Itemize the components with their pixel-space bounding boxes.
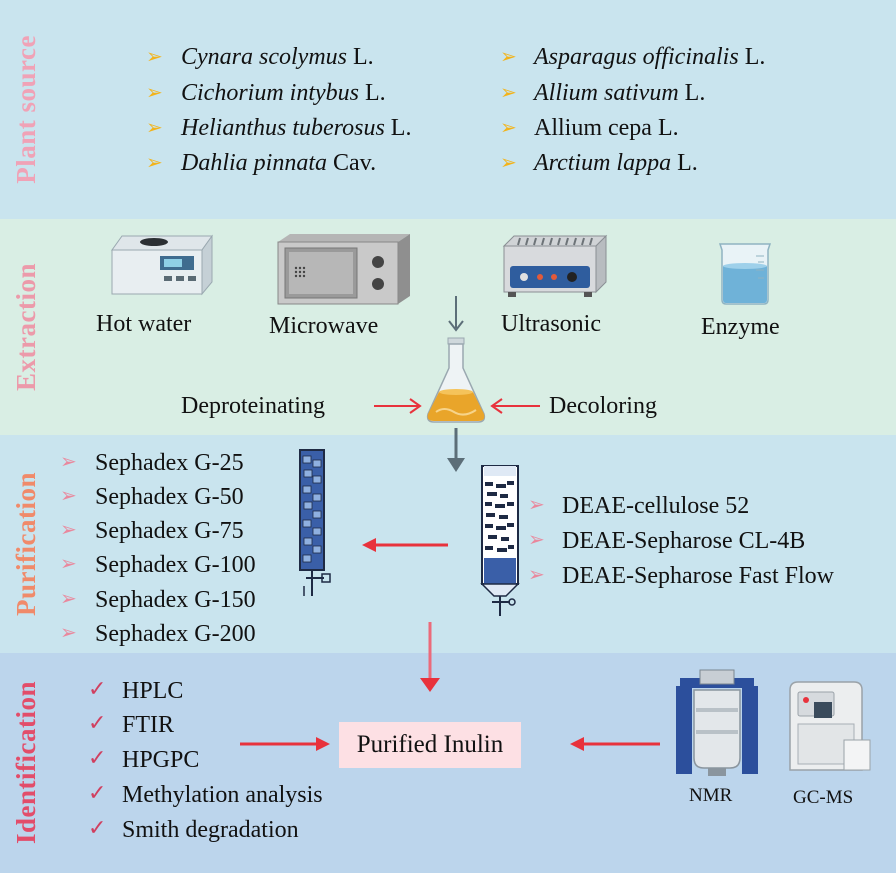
- triangle-bullet-icon: ➢: [500, 46, 517, 68]
- triangle-bullet-icon: ➢: [500, 117, 517, 139]
- ion-exchange-item: DEAE-cellulose 52: [562, 493, 750, 519]
- beaker-icon: [718, 243, 772, 305]
- identification-method-item: Smith degradation: [122, 817, 299, 843]
- checkmark-icon: ✓: [88, 676, 107, 701]
- ultrasonic-bath-icon: [502, 234, 608, 297]
- plant-item: Arctium lappa L.: [534, 150, 698, 176]
- plant-source-band: [0, 0, 896, 219]
- nmr-label: NMR: [689, 785, 733, 806]
- hot-water-bath-icon: [111, 234, 213, 296]
- section-label-identification: Identification: [10, 681, 41, 845]
- nmr-instrument-icon: [676, 669, 758, 776]
- triangle-bullet-icon: ➢: [146, 117, 163, 139]
- arrow-right-to-inulin: [240, 737, 330, 751]
- identification-method-item: FTIR: [122, 712, 175, 738]
- triangle-bullet-icon: ➢: [60, 588, 77, 610]
- plant-item: Cynara scolymus L.: [181, 44, 374, 70]
- section-label-plant-source: Plant source: [10, 35, 41, 184]
- triangle-bullet-icon: ➢: [500, 152, 517, 174]
- arrow-right-deproteinating: [374, 398, 422, 414]
- checkmark-icon: ✓: [88, 710, 107, 735]
- gcms-instrument-icon: [789, 681, 871, 771]
- identification-method-item: Methylation analysis: [122, 782, 323, 808]
- plant-item: Asparagus officinalis L.: [534, 44, 766, 70]
- triangle-bullet-icon: ➢: [500, 82, 517, 104]
- gel-column-item: Sephadex G-75: [95, 518, 244, 544]
- triangle-bullet-icon: ➢: [528, 529, 545, 551]
- checkmark-icon: ✓: [88, 745, 107, 770]
- arrow-down-to-flask: [448, 296, 464, 332]
- identification-method-item: HPGPC: [122, 747, 200, 773]
- triangle-bullet-icon: ➢: [60, 622, 77, 644]
- arrow-left-to-inulin: [570, 737, 660, 751]
- triangle-bullet-icon: ➢: [60, 485, 77, 507]
- identification-method-item: HPLC: [122, 678, 184, 704]
- method-enzyme: Enzyme: [701, 314, 780, 340]
- checkmark-icon: ✓: [88, 780, 107, 805]
- section-label-extraction: Extraction: [10, 263, 41, 391]
- triangle-bullet-icon: ➢: [60, 519, 77, 541]
- ion-exchange-item: DEAE-Sepharose CL-4B: [562, 528, 806, 554]
- gel-column-item: Sephadex G-25: [95, 450, 244, 476]
- gcms-label: GC-MS: [793, 787, 854, 808]
- ion-exchange-column-icon: [480, 465, 520, 616]
- triangle-bullet-icon: ➢: [528, 564, 545, 586]
- checkmark-icon: ✓: [88, 815, 107, 840]
- arrow-left-decoloring: [490, 398, 540, 414]
- ion-exchange-item: DEAE-Sepharose Fast Flow: [562, 563, 834, 589]
- arrow-down-to-inulin: [420, 622, 440, 692]
- purified-inulin-box: Purified Inulin: [339, 722, 521, 768]
- method-microwave: Microwave: [269, 313, 379, 339]
- triangle-bullet-icon: ➢: [60, 451, 77, 473]
- deproteinating-label: Deproteinating: [181, 393, 325, 419]
- triangle-bullet-icon: ➢: [146, 46, 163, 68]
- gel-column-item: Sephadex G-150: [95, 587, 256, 613]
- triangle-bullet-icon: ➢: [146, 82, 163, 104]
- triangle-bullet-icon: ➢: [528, 494, 545, 516]
- gel-column-item: Sephadex G-200: [95, 621, 256, 647]
- section-label-purification: Purification: [10, 472, 41, 616]
- method-ultrasonic: Ultrasonic: [501, 311, 601, 337]
- triangle-bullet-icon: ➢: [146, 152, 163, 174]
- method-hot-water: Hot water: [96, 311, 192, 337]
- gel-filtration-column-icon: [299, 449, 331, 596]
- triangle-bullet-icon: ➢: [60, 553, 77, 575]
- plant-item: Helianthus tuberosus L.: [181, 115, 412, 141]
- decoloring-label: Decoloring: [549, 393, 657, 419]
- arrow-down-to-column: [447, 428, 465, 472]
- gel-column-item: Sephadex G-100: [95, 552, 256, 578]
- flask-icon: [426, 337, 486, 423]
- plant-item: Allium cepa L.: [534, 115, 679, 141]
- plant-item: Cichorium intybus L.: [181, 80, 386, 106]
- gel-column-item: Sephadex G-50: [95, 484, 244, 510]
- microwave-icon: [277, 234, 410, 305]
- plant-item: Allium sativum L.: [534, 80, 706, 106]
- plant-item: Dahlia pinnata Cav.: [181, 150, 377, 176]
- arrow-left-to-gel-column: [362, 538, 448, 552]
